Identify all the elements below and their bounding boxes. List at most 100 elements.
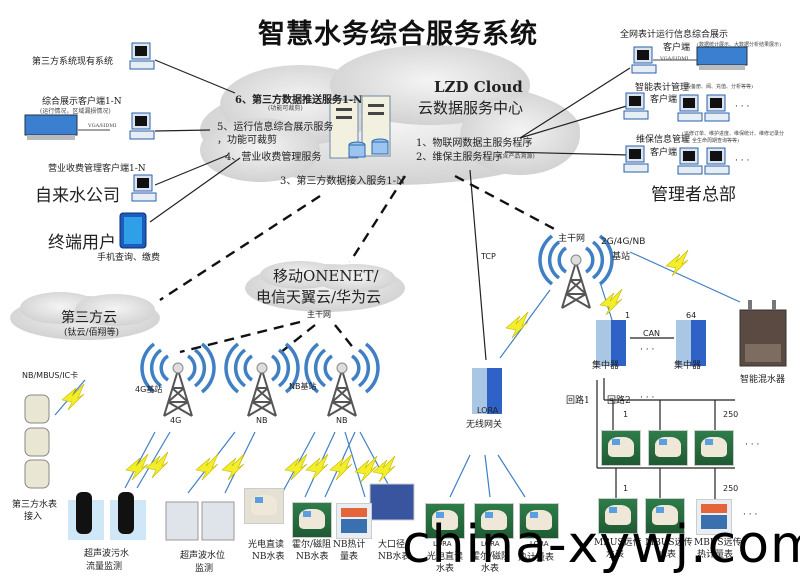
overview-note: (数据统计展示、大数据分析结果展示)	[697, 42, 781, 48]
backbone-label: 主干网	[307, 310, 331, 319]
display-wall-right	[696, 46, 748, 70]
mbus1-label: MBUS远传	[594, 538, 642, 548]
can-ellipsis: · · ·	[640, 345, 655, 355]
service-6-note: (功能可裁剪)	[268, 105, 303, 112]
lora-heat-label2: 热计量表	[518, 553, 555, 563]
base-2g4gnb-label: 2G/4G/NB	[601, 237, 646, 247]
nb-hall-label2: NB水表	[296, 552, 329, 562]
bus2-start: 1	[623, 484, 629, 493]
mbus1-label2: 水表	[606, 550, 625, 560]
mbus-heat-meter-icon	[696, 499, 732, 535]
concentrator-icon	[676, 320, 706, 366]
service-6: 6、第三方数据推送服务1-N	[235, 95, 363, 106]
ultra-sewage-label: 超声波污水	[84, 549, 130, 559]
base-station-label: 基站	[612, 252, 631, 262]
concentrator-label-2: 集中器	[674, 361, 702, 371]
mbus2-label2: 水表	[658, 550, 677, 560]
meter-mgmt-client-label: 客户端	[650, 95, 678, 105]
mbus3-label: MBUS远传	[694, 538, 742, 548]
nb-photo-meter-icon	[244, 488, 284, 524]
ellipsis-2: · · ·	[735, 156, 750, 166]
service-5-line2: ，功能可裁剪	[217, 135, 277, 146]
ultra-level-label2: 监测	[195, 564, 214, 574]
base-4g-label: 4G基站	[135, 385, 163, 394]
lora-heat-label: LORA	[530, 540, 549, 548]
service-2-note: (含产品溯源)	[500, 153, 535, 160]
ultrasonic-sensor-icons	[68, 492, 235, 541]
water-company-label: 自来水公司	[35, 186, 120, 206]
mbus-meter-icon	[601, 430, 641, 466]
bus1-ellipsis: · · ·	[745, 440, 760, 450]
tower-nb-1	[224, 342, 300, 418]
nb-large-label: 大口径	[378, 540, 406, 550]
base-nb-label: NB基站	[289, 382, 317, 391]
mbus-meter-icon	[645, 498, 685, 534]
computer-icon	[630, 46, 658, 76]
nb-large-label2: NB水表	[378, 552, 411, 562]
lora-hall-label: LORA	[481, 540, 500, 548]
bus1-end: 250	[723, 410, 739, 419]
loop1-label: 回路1	[566, 396, 590, 406]
service-1: 1、物联网数据主服务程序	[416, 138, 533, 149]
computer-icon	[128, 42, 156, 72]
ultra-level-label: 超声波水位	[180, 551, 226, 561]
lora-photo-meter-icon	[425, 503, 465, 539]
mixer-label: 智能混水器	[740, 375, 786, 385]
bus1-start: 1	[623, 410, 629, 419]
display-wall-left	[24, 114, 78, 140]
meter-mgmt-note: (设备册、阀、充值、分析等等)	[684, 84, 753, 90]
computer-icon	[676, 94, 704, 124]
display-client-note: (运行情况，区域漏损情况)	[40, 108, 111, 115]
lora-heat-meter-icon	[519, 503, 559, 539]
bus2-end: 250	[723, 484, 739, 493]
hq-label: 管理者总部	[651, 185, 736, 205]
computer-icon	[622, 145, 650, 175]
nb-hall-meter-icon	[292, 502, 332, 538]
lora-hall-label3: 水表	[481, 564, 500, 574]
service-3: 3、第三方数据接入服务1-N	[280, 176, 405, 187]
computer-icon	[703, 147, 731, 177]
client-connections	[149, 59, 735, 500]
nb-hall-label: 霍尔/磁阻	[292, 540, 332, 550]
hdmi-label-left: VGA/HDMI	[88, 123, 117, 129]
tower-4g	[140, 342, 216, 418]
ultra-sewage-label2: 流量监测	[86, 562, 123, 572]
third-party-system-label: 第三方系统现有系统	[32, 57, 114, 67]
concentrator-icon	[596, 320, 626, 366]
concentrator-index-1: 1	[625, 311, 631, 320]
lora-hall-meter-icon	[474, 503, 514, 539]
carrier-cloud-line2: 电信天翼云/华为云	[256, 288, 382, 306]
loop-ellipsis: · · ·	[640, 393, 655, 403]
lora-hall-label2: 霍尔/磁阻	[471, 552, 511, 562]
nb-heat-meter-icon	[336, 503, 372, 539]
nb-mbus-ic-label: NB/MBUS/IC卡	[22, 371, 79, 380]
nb-photo-label2: NB水表	[252, 552, 285, 562]
display-client-label: 综合展示客户端1-N	[42, 97, 122, 107]
overview-client-label: 全网表计运行信息综合展示	[620, 30, 729, 40]
computer-icon	[703, 94, 731, 124]
third-party-meter-label2: 接入	[24, 512, 43, 522]
service-4: 4、营业收费管理服务	[225, 152, 322, 163]
page-title: 智慧水务综合服务系统	[258, 19, 538, 50]
lora-photo-label2: 光电直读	[427, 552, 464, 562]
nb-heat-label: NB热计	[333, 540, 366, 550]
lora-photo-label3: 水表	[436, 564, 455, 574]
mbus-meter-icon	[598, 498, 638, 534]
mbus-meter-icon	[648, 430, 688, 466]
server-icon	[329, 95, 391, 159]
watermark: china-xywj.com	[402, 515, 800, 575]
billing-client-label: 营业收费管理客户端1-N	[48, 164, 146, 174]
lora-photo-label: LORA	[433, 540, 452, 548]
third-party-meter-label: 第三方水表	[12, 500, 58, 510]
hdmi-label-right: VGA/HDMI	[660, 56, 689, 62]
backbone-right-label: 主干网	[558, 234, 586, 244]
large-meter-icon	[369, 483, 415, 521]
maint-mgmt-client-label: 客户端	[650, 148, 678, 158]
smart-mixer-icon	[739, 300, 787, 367]
third-party-meter-icons	[24, 394, 50, 489]
nb-photo-label: 光电直读	[248, 540, 285, 550]
mbus3-label2: 热计量表	[697, 550, 734, 560]
cloud-subtitle: 云数据服务中心	[418, 99, 524, 117]
maint-mgmt-note: (派修订单、维护进度、维保统计、维修记录分析、全生命周期查询等等)	[682, 131, 784, 144]
